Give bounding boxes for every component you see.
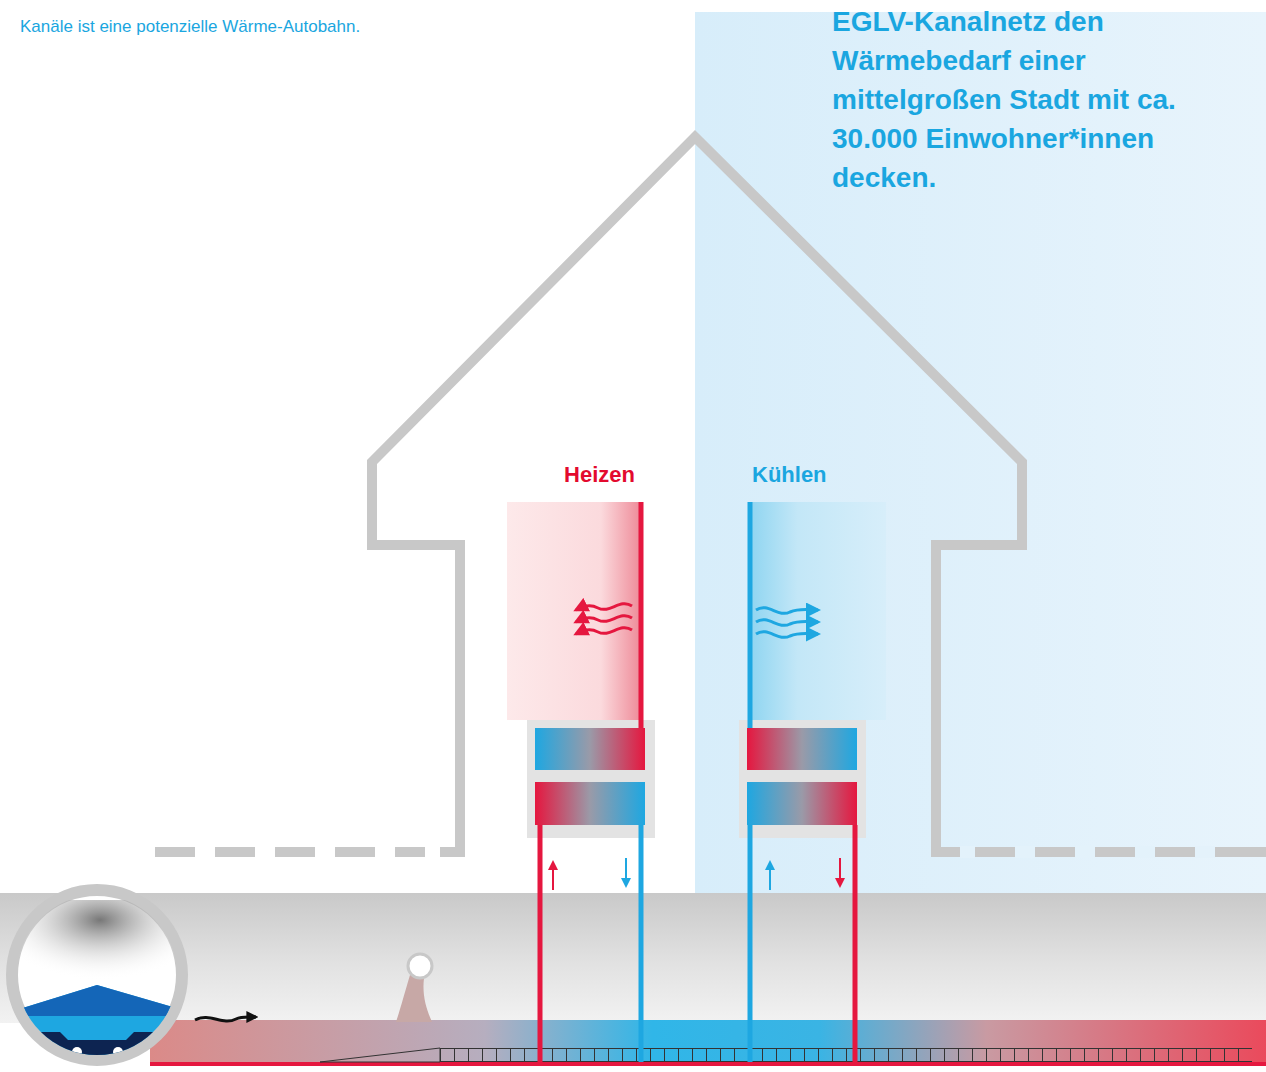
panel-heading: Heizen [507,455,641,489]
dash-gaps [195,846,1215,858]
intro-text: Kanäle ist eine potenzielle Wärme-Autoba… [20,12,420,42]
heat-waves [576,604,632,634]
heating-panel [507,502,641,720]
cooling-panel [750,502,886,720]
house-outline [155,137,1266,852]
exchanger-ramp [320,1048,440,1062]
sewer-floor [150,1062,1266,1066]
panel-heading: Kühlen [750,455,886,489]
headline-text: EGLV-Kanalnetz den Wärmebedarf einer mit… [832,2,1260,197]
sewer-cross-section [10,890,190,1070]
heat-pump-heating [527,720,655,838]
heat-pump-cooling [739,720,866,838]
sewer-heat-exchanger [440,1048,1252,1062]
ground [0,893,1266,1023]
inlet-pipe [408,954,432,978]
heating-panel: Heizen [507,455,641,720]
cool-waves [756,608,818,638]
cooling-panel: Kühlen [750,455,886,720]
house-inlet [396,975,432,1022]
pipes [540,502,855,1062]
sewer-channel [150,1020,1266,1064]
flow-arrow [195,1017,256,1021]
pipe-flow-arrows [553,858,840,890]
